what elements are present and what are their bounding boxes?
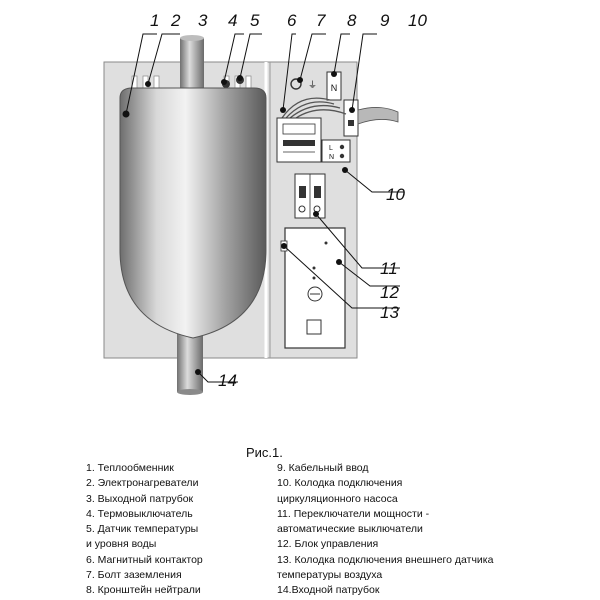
legend-item: 10. Колодка подключения <box>277 477 403 490</box>
callout-14: 14 <box>218 371 237 390</box>
callout-8: 8 <box>347 11 357 30</box>
leader-dots <box>122 71 355 375</box>
legend-item: 5. Датчик температуры <box>86 523 199 536</box>
callout-12: 12 <box>380 283 399 302</box>
legend-item: 4. Термовыключатель <box>86 507 193 520</box>
legend-item: циркуляционного насоса <box>277 492 398 505</box>
pump-terminal-block <box>321 139 351 163</box>
callout-9: 9 <box>380 11 390 30</box>
svg-text:⏚: ⏚ <box>308 80 317 90</box>
legend-item: 8. Кронштейн нейтрали <box>86 584 201 597</box>
callout-3: 3 <box>198 11 208 30</box>
neutral-label: N <box>331 83 338 93</box>
legend-item: 6. Магнитный контактор <box>86 553 203 566</box>
terminal-l-label: L <box>329 145 333 152</box>
legend-item: 3. Выходной патрубок <box>86 492 194 505</box>
legend-item: 11. Переключатели мощности - <box>277 507 430 520</box>
legend-item: 14.Входной патрубок <box>277 584 380 597</box>
legend-item: 13. Колодка подключения внешнего датчика <box>277 553 494 566</box>
callout-11: 11 <box>380 259 398 278</box>
callout-6: 6 <box>287 11 297 30</box>
legend-item: температуры воздуха <box>277 569 383 582</box>
heat-exchanger-tank <box>119 87 267 339</box>
legend-item: 12. Блок управления <box>277 538 379 551</box>
cable-gland <box>343 99 359 137</box>
control-button <box>306 319 322 335</box>
outlet-pipe <box>180 38 204 90</box>
callout-13: 13 <box>380 303 399 322</box>
legend-item: автоматические выключатели <box>277 523 423 536</box>
callout-2: 2 <box>170 11 181 30</box>
legend-item: 1. Теплообменник <box>86 462 174 474</box>
legend-right: 9. Кабельный ввод 10. Колодка подключени… <box>277 461 493 599</box>
callout-4: 4 <box>228 11 237 30</box>
legend-item: и уровня воды <box>86 538 157 551</box>
power-switches <box>294 173 326 219</box>
earthing-bolt <box>290 78 302 90</box>
legend-item: 9. Кабельный ввод <box>277 462 369 474</box>
terminal-n-label: N <box>329 154 334 161</box>
leader-lines <box>125 33 404 383</box>
figure-caption: Рис.1. <box>246 445 283 460</box>
wiring <box>281 97 347 119</box>
legend-left: 1. Теплообменник 2. Электронагреватели 3… <box>86 461 203 599</box>
legend-item: 2. Электронагреватели <box>86 477 199 490</box>
legend-item: 7. Болт заземления <box>86 569 182 582</box>
callout-5: 5 <box>250 11 260 30</box>
boiler-diagram: N ⏚ L N <box>103 11 427 395</box>
callout-7: 7 <box>316 11 326 30</box>
callout-10-top: 10 <box>408 11 427 30</box>
inlet-pipe <box>177 330 203 392</box>
callout-10: 10 <box>386 185 405 204</box>
callout-1: 1 <box>150 11 159 30</box>
